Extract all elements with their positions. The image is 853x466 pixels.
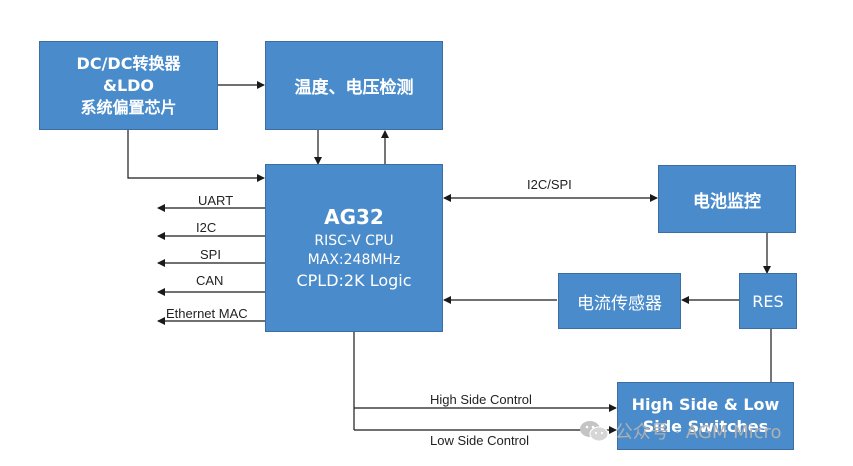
watermark: 公众号 · AGM Micro xyxy=(579,418,782,444)
dcdc-line-1: DC/DC转换器 xyxy=(76,53,181,73)
dcdc-ldo-block: DC/DC转换器 &LDO 系统偏置芯片 xyxy=(39,41,218,130)
temp-voltage-label: 温度、电压检测 xyxy=(294,78,414,98)
battery-monitor-label: 电池监控 xyxy=(693,191,761,212)
interface-uart-label: UART xyxy=(198,193,234,208)
watermark-text: 公众号 · AGM Micro xyxy=(614,422,782,443)
res-block: RES xyxy=(739,273,797,329)
current-sensor-label: 电流传感器 xyxy=(577,293,662,314)
interface-ethernet-label: Ethernet MAC xyxy=(166,306,248,321)
high-side-control-label: High Side Control xyxy=(430,392,532,407)
temp-voltage-detect-block: 温度、电压检测 xyxy=(265,41,443,130)
dcdc-line-3: 系统偏置芯片 xyxy=(80,97,177,117)
current-sensor-block: 电流传感器 xyxy=(558,273,681,329)
high-low-side-switches-block: High Side & Low Side Switches xyxy=(617,382,794,450)
low-side-control-label: Low Side Control xyxy=(430,433,529,448)
mcu-freq: MAX:248MHz xyxy=(307,251,401,268)
mcu-cpld: CPLD:2K Logic xyxy=(296,270,412,290)
dcdc-line-2: &LDO xyxy=(102,75,155,95)
mcu-cpu: RISC-V CPU xyxy=(314,232,394,249)
wechat-icon xyxy=(580,421,609,442)
interface-can-label: CAN xyxy=(196,273,224,288)
switches-line-2: Side Switches xyxy=(642,417,769,436)
dcdc-to-mcu-arrow xyxy=(127,130,265,182)
res-label: RES xyxy=(752,291,784,311)
interface-spi-label: SPI xyxy=(200,247,221,262)
interface-i2c-label: I2C xyxy=(196,220,217,235)
ag32-mcu-block: AG32 RISC-V CPU MAX:248MHz CPLD:2K Logic xyxy=(265,164,443,332)
i2c-spi-label: I2C/SPI xyxy=(527,177,572,192)
battery-monitor-block: 电池监控 xyxy=(658,165,796,233)
mcu-name: AG32 xyxy=(324,204,384,229)
switches-line-1: High Side & Low xyxy=(631,395,780,414)
